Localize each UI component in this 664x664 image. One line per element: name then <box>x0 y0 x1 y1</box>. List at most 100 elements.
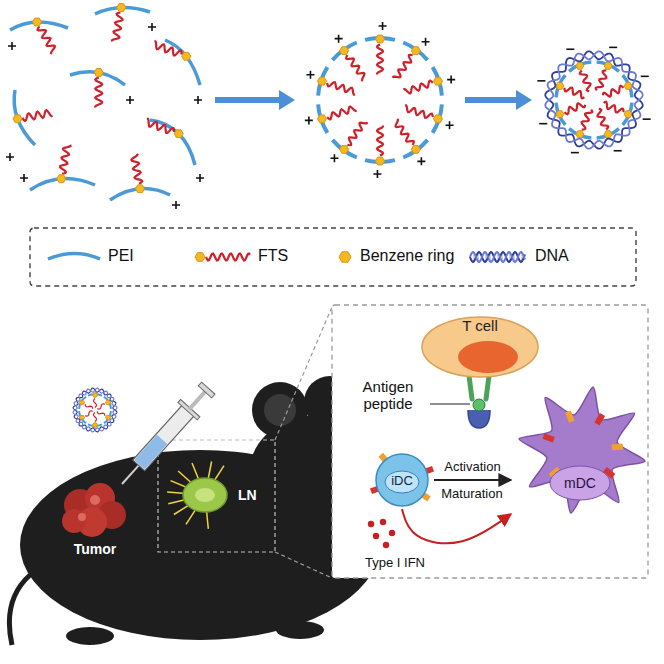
positive-charge <box>20 174 28 182</box>
pei-segment <box>433 104 442 133</box>
immature-dendritic-cell: iDC <box>372 452 432 508</box>
benzene-ring <box>434 77 443 85</box>
edge-label: Type I IFN <box>365 556 425 571</box>
fts-chain <box>564 88 584 99</box>
lymph-node-frame <box>158 440 275 552</box>
fts-chain <box>60 145 71 174</box>
benzene-ring <box>376 157 385 165</box>
fts-chain <box>131 154 142 184</box>
fts-chain <box>327 107 356 120</box>
fts-chain <box>396 119 414 145</box>
negative-charge <box>641 76 649 78</box>
mouse-foot <box>66 627 114 645</box>
fts-chain <box>377 126 383 156</box>
benzene-ring <box>624 111 632 118</box>
fts-chain <box>603 86 624 97</box>
lymph-node <box>183 478 227 512</box>
fts-chain <box>112 12 123 41</box>
pei-segment <box>569 129 591 138</box>
benzene-ring <box>93 393 98 397</box>
dna-strand <box>73 388 117 432</box>
benzene-ring <box>340 47 349 55</box>
mature-dendritic-cell: mDC <box>512 372 648 522</box>
dna-strand <box>73 388 117 432</box>
tumor-mass <box>62 483 126 537</box>
positive-charge <box>8 42 16 50</box>
legend-text: PEI <box>108 247 134 265</box>
benzene-ring <box>317 115 326 123</box>
cell-body <box>422 317 538 377</box>
positive-charge <box>306 71 314 79</box>
positive-charge <box>335 35 343 43</box>
benzene-ring <box>80 415 85 419</box>
legend-text: FTS <box>258 247 288 265</box>
benzene-ring <box>136 185 145 193</box>
fts-chain <box>154 41 181 55</box>
benzene-ring <box>411 145 420 153</box>
fts-chain <box>580 70 591 91</box>
benzene-ring <box>105 400 110 404</box>
dna-strand <box>470 252 525 262</box>
mouse-ear-inner <box>264 394 296 426</box>
mouse-ear <box>252 382 308 438</box>
benzene-ring <box>13 115 22 123</box>
benzene-ring <box>339 252 351 262</box>
benzene-ring <box>105 415 110 419</box>
positive-charge <box>447 76 455 84</box>
fts-chain <box>347 122 367 145</box>
pei-segment <box>318 67 327 96</box>
fts-chain <box>85 404 93 409</box>
positive-charge <box>172 201 180 209</box>
legend-text: Benzene ring <box>360 247 454 265</box>
pei-segment <box>403 43 427 61</box>
fts-chain <box>564 103 585 114</box>
legend-text: DNA <box>535 247 569 265</box>
benzene-ring <box>556 111 564 118</box>
pei-segment <box>623 103 632 125</box>
syringe <box>112 379 218 492</box>
positive-charge <box>196 174 204 182</box>
interferon-dots <box>368 519 395 548</box>
fts-chain <box>22 110 52 121</box>
fts-chain <box>206 254 250 261</box>
negative-charge <box>537 80 545 82</box>
fts-chain <box>597 109 608 130</box>
zoom-line <box>275 552 332 578</box>
benzene-ring <box>174 130 183 138</box>
benzene-ring <box>624 82 632 89</box>
negative-charge <box>614 150 622 152</box>
antigen-label: Antigen peptide <box>348 378 428 413</box>
positive-charge <box>126 96 134 104</box>
step-label: Maturation <box>441 487 502 502</box>
cell-label: iDC <box>391 474 413 489</box>
fts-chain <box>596 70 607 90</box>
positive-charge <box>417 157 425 165</box>
cell-label: T cell <box>462 317 498 334</box>
benzene-ring <box>556 82 564 89</box>
lymph-node-label: LN <box>238 487 257 503</box>
fts-chain <box>582 110 593 130</box>
benzene-ring <box>317 77 326 85</box>
fts-chain <box>38 26 55 53</box>
dna-strand <box>545 51 642 148</box>
process-arrow <box>465 97 518 103</box>
fts-chain <box>147 119 174 133</box>
pei-segment <box>556 75 565 97</box>
surface-receptor <box>612 443 623 450</box>
benzene-ring <box>604 62 612 69</box>
benzene-ring <box>80 400 85 404</box>
dna-strand <box>545 51 642 148</box>
positive-charge <box>6 153 14 161</box>
benzene-ring <box>576 62 584 69</box>
pei-segment <box>597 129 619 138</box>
negative-charge <box>566 48 574 50</box>
pei-segment <box>333 140 357 158</box>
positive-charge <box>422 38 430 46</box>
pei-segment <box>318 104 327 133</box>
positive-charge <box>373 170 381 178</box>
positive-charge <box>446 121 454 129</box>
negative-charge <box>539 123 547 125</box>
pei-segment <box>569 62 591 71</box>
